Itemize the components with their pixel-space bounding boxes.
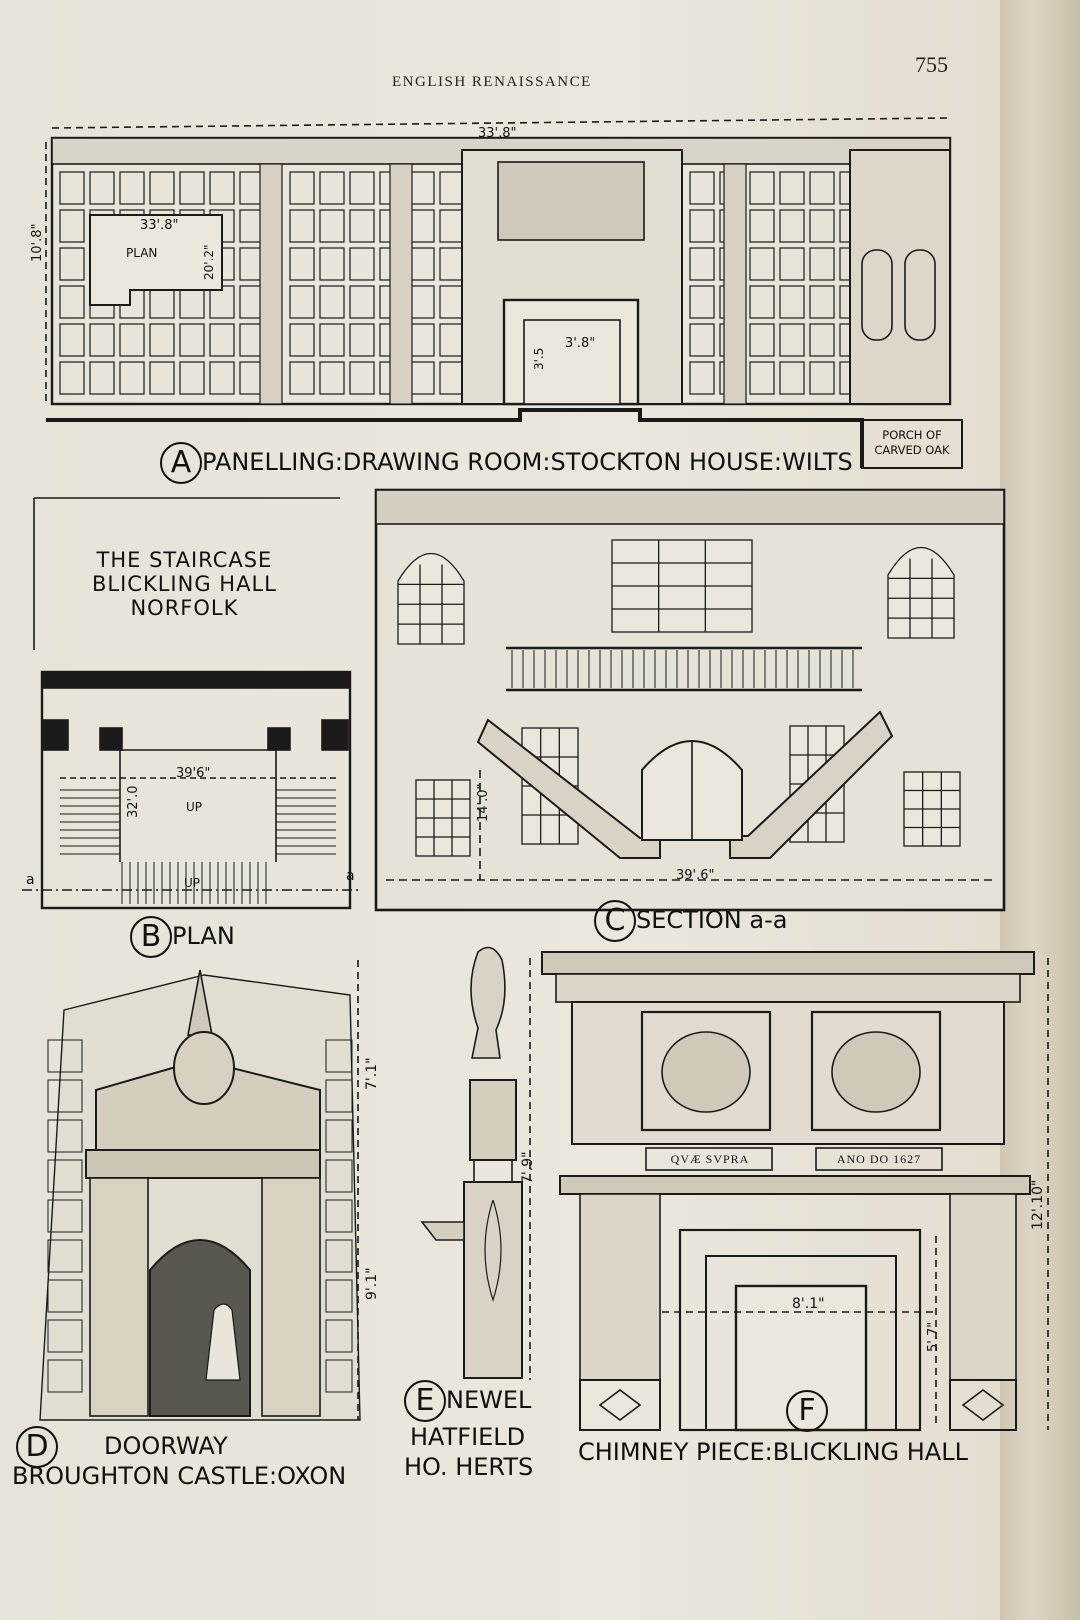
label-a: A [160,442,202,484]
staircase-title-line-1: THE STAIRCASE [96,548,273,572]
caption-d-line-1: DOORWAY [104,1432,228,1460]
panel-a-elevation [45,117,963,469]
dim-e-height: 7'.9" [520,1151,536,1184]
caption-f: CHIMNEY PIECE:BLICKLING HALL [578,1438,968,1466]
caption-d: D DOORWAY [16,1426,228,1468]
up-label-1: UP [186,800,203,814]
panel-c-section [374,488,1006,912]
staircase-title-line-2: BLICKLING HALL [92,572,277,596]
label-f-wrap: F [786,1390,828,1432]
inscription-1: QVÆ SVPRA [670,1152,750,1166]
dim-f-height: 12'.10" [1030,1179,1046,1230]
label-e: E [404,1380,446,1422]
dim-a-plan-width: 33'.8" [140,218,179,233]
label-c: C [594,900,636,942]
inscription-2: ANO DO 1627 [836,1152,922,1166]
caption-a-text: PANELLING:DRAWING ROOM:STOCKTON HOUSE:WI… [202,448,853,476]
staircase-title-line-3: NORFOLK [130,596,239,620]
dim-c-height: 14'.0" [476,783,491,823]
caption-e-line-2: HATFIELD [410,1423,526,1451]
caption-c-text: SECTION a-a [636,906,788,934]
dim-f-opening-height: 5'.7" [926,1321,941,1352]
label-f: F [786,1390,828,1432]
caption-b-text: PLAN [172,922,235,950]
dim-f-opening-width: 8'.1" [792,1296,825,1312]
staircase-title: THE STAIRCASE BLICKLING HALL NORFOLK [92,548,277,620]
porch-note: PORCH OF CARVED OAK [874,428,950,457]
label-d: D [16,1426,58,1468]
dim-d-upper: 7'.1" [364,1057,380,1090]
panel-f-chimney [541,951,1049,1432]
dim-a-height: 10'.8" [30,223,45,263]
dim-a-width: 33'.8" [478,126,517,141]
dim-a-door-height: 3'.5 [532,347,546,370]
caption-e-line-1: NEWEL [446,1386,532,1414]
section-mark-right: a [346,868,355,884]
dim-d-lower: 9'.1" [364,1267,380,1300]
panel-b-plan [22,497,360,910]
section-mark-left: a [26,872,35,888]
running-header: ENGLISH RENAISSANCE [392,74,592,90]
dim-a-door-width: 3'.8" [565,336,596,351]
dim-b-width: 39'6" [176,766,211,781]
page-number: 755 [915,52,948,77]
dim-b-depth: 32'.0 [126,785,141,818]
label-b: B [130,916,172,958]
panel-d-doorway [39,960,361,1421]
caption-e-line-3: HO. HERTS [404,1453,534,1481]
panel-e-newel [420,946,531,1380]
dim-a-plan-depth: 20'.2" [202,244,216,280]
up-label-2: UP [184,876,201,890]
dim-c-width: 39'.6" [676,868,715,883]
caption-d-line-2: BROUGHTON CASTLE:OXON [12,1462,347,1490]
plan-label: PLAN [126,246,158,260]
